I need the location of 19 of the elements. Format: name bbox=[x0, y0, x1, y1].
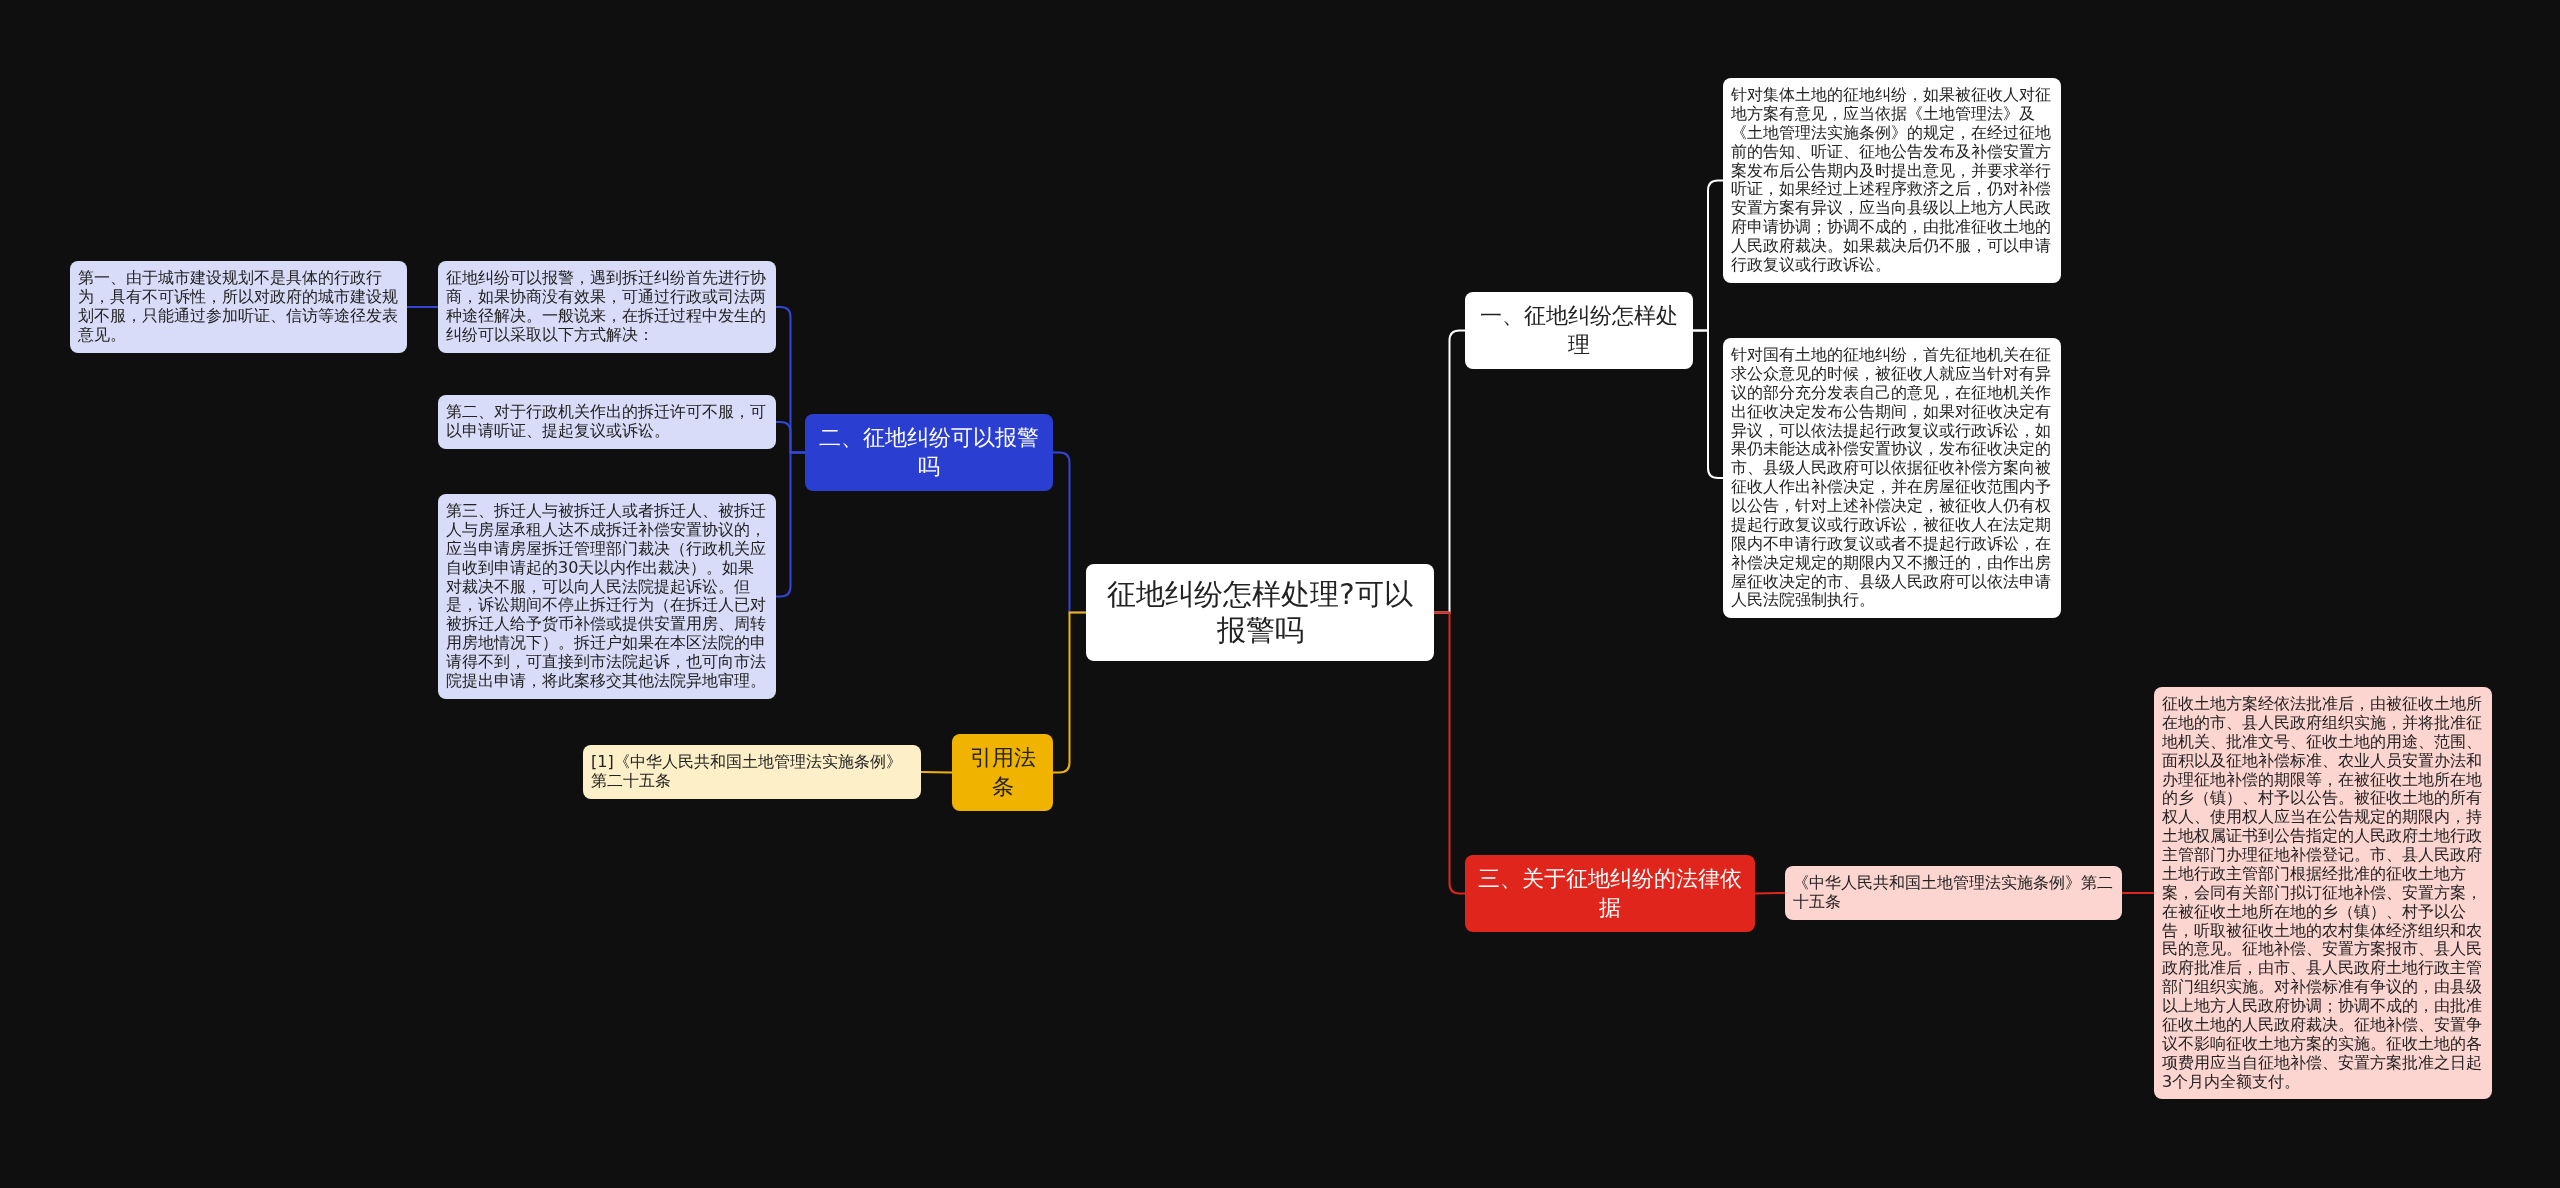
topic-box: 三、关于征地纠纷的法律依据 bbox=[1465, 855, 1755, 933]
connector-line bbox=[1052, 611, 1087, 774]
text-card: 第一、由于城市建设规划不是具体的行政行为，具有不可诉性，所以对政府的城市建设规划不服，只能通过参加听证、信访等途径发表意见。 bbox=[70, 261, 407, 353]
topic-box: 一、征地纠纷怎样处理 bbox=[1465, 292, 1693, 370]
topic-box: 二、征地纠纷可以报警吗 bbox=[805, 414, 1053, 492]
connector-line bbox=[406, 306, 439, 308]
text-card: 第二、对于行政机关作出的拆迁许可不服，可以申请听证、提起复议或诉讼。 bbox=[438, 395, 776, 449]
topic-box: 引用法条 bbox=[952, 734, 1053, 812]
connector-line bbox=[1754, 892, 1786, 895]
text-card: 第三、拆迁人与被拆迁人或者拆迁人、被拆迁人与房屋承租人达不成拆迁补偿安置协议的，应当申请房屋拆迁管理部门裁决（行政机关应自收到申请起的30天以内作出裁决）。如果对裁决不服，可以向人民法院提起诉讼。但是，诉讼期间不停止拆迁行为（在拆迁人已对被拆迁人给予货币补偿或提供安置用房、周转用房地情况下）。拆迁户如果在本区法院的申请得不到，可直接到市法院起诉，也可向市法院提出申请，将此案移交其他法院异地审理。 bbox=[438, 494, 776, 699]
text-card: [1]《中华人民共和国土地管理法实施条例》第二十五条 bbox=[583, 745, 921, 799]
text-card: 征收土地方案经依法批准后，由被征收土地所在地的市、县人民政府组织实施，并将批准征地机关、批准文号、征收土地的用途、范围、面积以及征地补偿标准、农业人员安置办法和办理征地补偿的期限等，在被征收土地所在地的乡（镇）、村予以公告。被征收土地的所有权人、使用权人应当在公告规定的期限内，持土地权属证书到公告指定的人民政府土地行政主管部门办理征地补偿登记。市、县人民政府土地行政主管部门根据经批准的征收土地方案，会同有关部门拟订征地补偿、安置方案，在被征收土地所在地的乡（镇）、村予以公告，听取被征收土地的农村集体经济组织和农民的意见。征地补偿、安置方案报市、县人民政府批准后，由市、县人民政府土地行政主管部门组织实施。对补偿标准有争议的，由县级以上地方人民政府协调；协调不成的，由批准征收土地的人民政府裁决。征地补偿、安置争议不影响征收土地方案的实施。征收土地的各项费用应当自征地补偿、安置方案批准之日起3个月内全额支付。 bbox=[2154, 687, 2492, 1100]
central-topic-box: 征地纠纷怎样处理?可以报警吗 bbox=[1086, 564, 1434, 661]
text-card: 针对国有土地的征地纠纷，首先征地机关在征求公众意见的时候，被征收人就应当针对有异议的部分充分发表自己的意见，在征地机关作出征收决定发布公告期间，如果对征收决定有异议，可以依法提起行政复议或行政诉讼，如果仍未能达成补偿安置协议，发布征收决定的市、县级人民政府可以依据征收补偿方案向被征收人作出补偿决定，并在房屋征收范围内予以公告，针对上述补偿决定，被征收人仍有权提起行政复议或行政诉讼，被征收人在法定期限内不申请行政复议或者不提起行政诉讼，在补偿决定规定的期限内又不搬迁的，由作出房屋征收决定的市、县级人民政府可以依法申请人民法院强制执行。 bbox=[1723, 338, 2061, 619]
connector-line bbox=[2121, 892, 2155, 894]
connector-line bbox=[920, 771, 953, 774]
text-card: 针对集体土地的征地纠纷，如果被征收人对征地方案有意见，应当依据《土地管理法》及《土地管理法实施条例》的规定，在经过征地前的告知、听证、征地公告发布及补偿安置方案发布后公告期内及时提出意见，并要求举行听证，如果经过上述程序救济之后，仍对补偿安置方案有异议，应当向县级以上地方人民政府申请协调；协调不成的，由批准征收土地的人民政府裁决。如果裁决后仍不服，可以申请行政复议或行政诉讼。 bbox=[1723, 78, 2061, 283]
text-card: 《中华人民共和国土地管理法实施条例》第二十五条 bbox=[1785, 866, 2122, 920]
text-card: 征地纠纷可以报警，遇到拆迁纠纷首先进行协商，如果协商没有效果，可通过行政或司法两种途径解决。一般说来，在拆迁过程中发生的纠纷可以采取以下方式解决： bbox=[438, 261, 776, 353]
